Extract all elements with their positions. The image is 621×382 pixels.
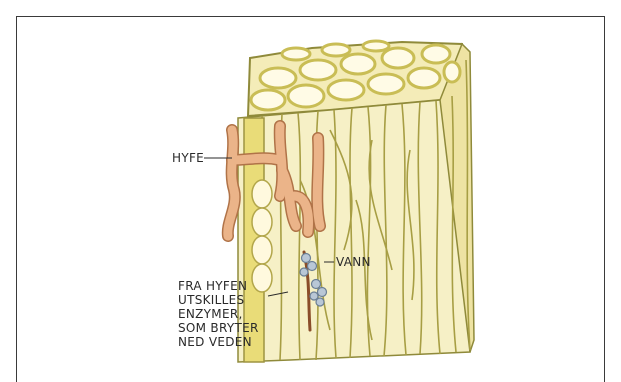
label-enzymes-line-4: SOM BRYTER — [178, 321, 259, 335]
label-enzymes-line-2: UTSKILLES — [178, 293, 244, 307]
label-enzymes-line-3: ENZYMER, — [178, 307, 243, 321]
wood-front-face — [238, 92, 470, 362]
label-enzymes-line-1: FRA HYFEN — [178, 279, 247, 293]
label-water: VANN — [336, 255, 371, 269]
label-hyphae: HYFE — [172, 151, 204, 165]
label-enzymes-line-5: NED VEDEN — [178, 335, 252, 349]
